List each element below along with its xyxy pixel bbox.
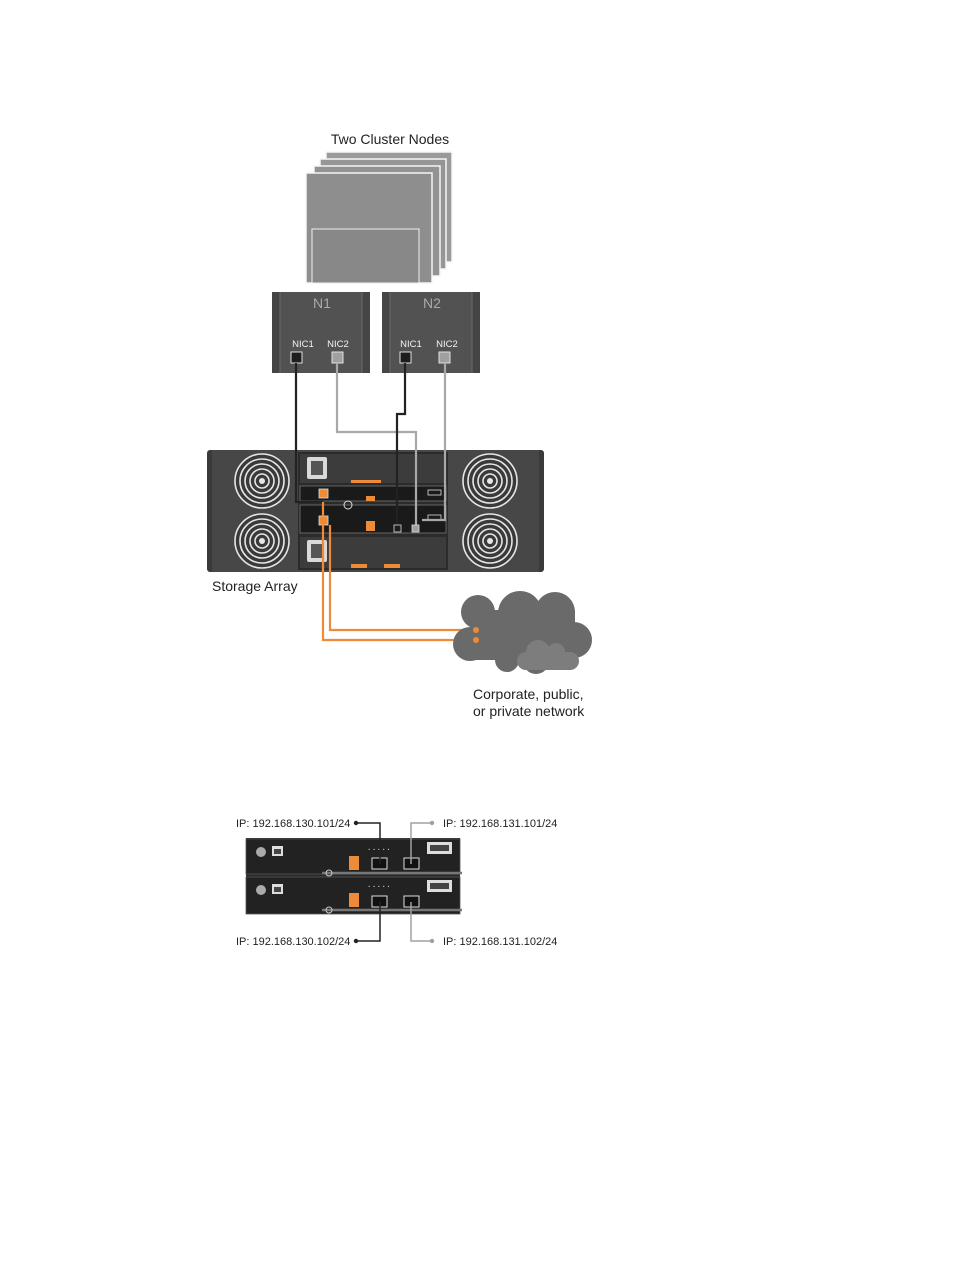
node-n1-nic1-label: NIC1 (292, 339, 314, 350)
fan-icon (235, 514, 289, 568)
node-n2-name: N2 (423, 295, 441, 311)
node-n1-name: N1 (313, 295, 331, 311)
node-n1-nic2-label: NIC2 (327, 339, 349, 350)
node-n1-nic1-port (291, 352, 302, 363)
ip-figure: • • • • • • • • • • (246, 821, 462, 943)
ip-top-left: IP: 192.168.130.101/24 (236, 818, 350, 830)
storage-array-label: Storage Array (212, 578, 298, 594)
node-n1: N1 NIC1 NIC2 (272, 292, 370, 373)
svg-text:• • • • •: • • • • • (368, 884, 390, 889)
cluster-nodes-label: Two Cluster Nodes (331, 131, 449, 147)
node-n2-nic2-port (439, 352, 450, 363)
ip-top-right: IP: 192.168.131.101/24 (443, 818, 557, 830)
fan-icon (463, 454, 517, 508)
network-cloud-icon (453, 591, 592, 674)
cluster-node-stack (306, 152, 452, 283)
node-n2: N2 NIC1 NIC2 (382, 292, 480, 373)
node-n2-nic1-port (400, 352, 411, 363)
network-label-line1: Corporate, public, (473, 686, 584, 702)
ip-bottom-right: IP: 192.168.131.102/24 (443, 936, 557, 948)
node-n2-nic2-label: NIC2 (436, 339, 458, 350)
network-label-line2: or private network (473, 703, 585, 719)
fan-icon (235, 454, 289, 508)
storage-array (207, 450, 544, 572)
svg-text:• • • • •: • • • • • (368, 847, 390, 852)
ip-bottom-left: IP: 192.168.130.102/24 (236, 936, 350, 948)
node-n1-nic2-port (332, 352, 343, 363)
node-n2-nic1-label: NIC1 (400, 339, 422, 350)
fan-icon (463, 514, 517, 568)
